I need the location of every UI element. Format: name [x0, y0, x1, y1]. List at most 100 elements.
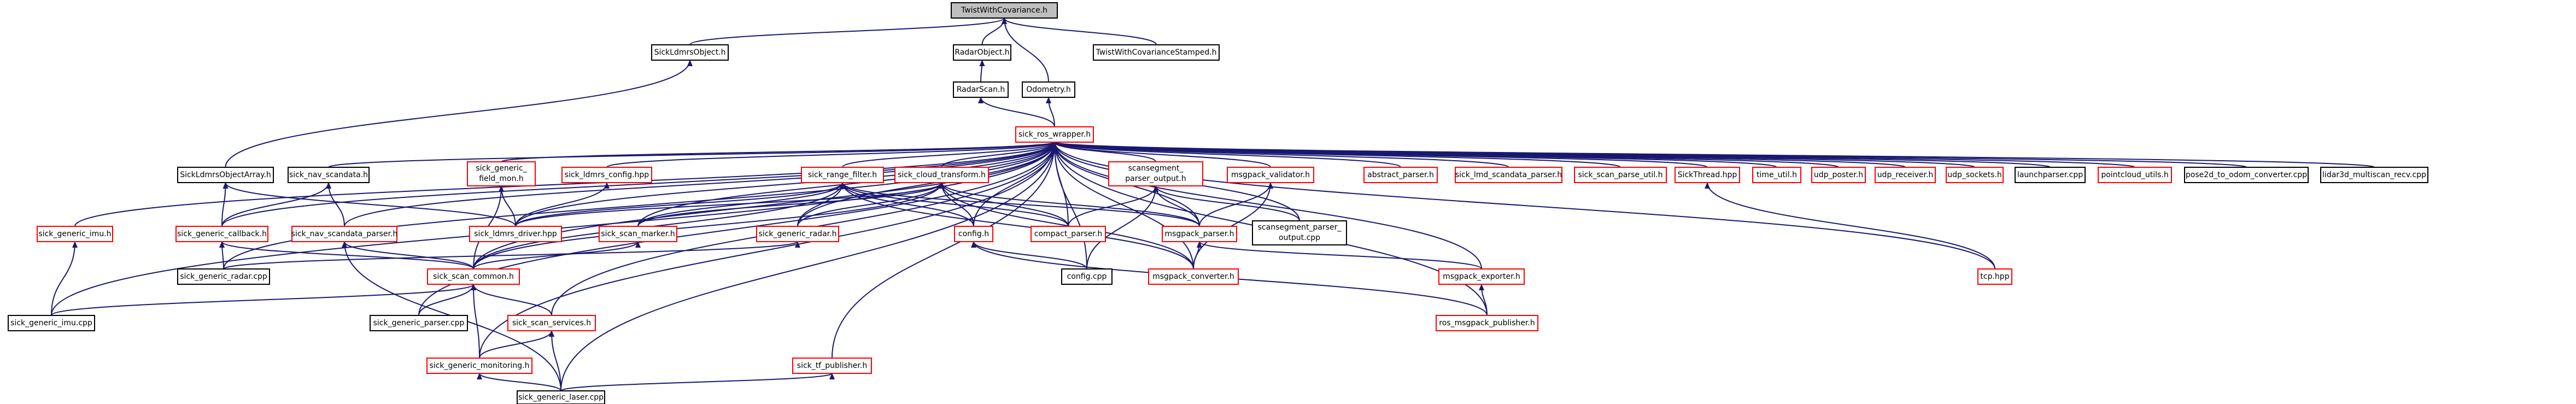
node-parseutil[interactable]: sick_scan_parse_util.h — [1574, 167, 1667, 183]
node-box — [1061, 268, 1113, 285]
node-lmdscan[interactable]: sick_lmd_scandata_parser.h — [1455, 167, 1562, 183]
node-navscandata[interactable]: sick_nav_scandata.h — [288, 167, 370, 183]
edge-gencallback-to-navscandata — [221, 182, 331, 227]
node-udpposter[interactable]: udp_poster.h — [1811, 167, 1866, 183]
node-udpsock[interactable]: udp_sockets.h — [1946, 167, 2004, 183]
node-scanmarker[interactable]: sick_scan_marker.h — [599, 226, 677, 242]
node-box — [175, 226, 268, 242]
node-pcutils[interactable]: pointcloud_utils.h — [2098, 167, 2172, 183]
node-configh[interactable]: config.h — [954, 226, 993, 242]
node-box — [792, 358, 872, 374]
edge-lidar3d-to-wrapper — [1052, 142, 2375, 168]
node-box — [894, 167, 989, 183]
edge-genradarcpp-to-gencallback — [219, 241, 225, 270]
edge-scancommon-to-navparser — [342, 241, 474, 270]
node-genimucpp[interactable]: sick_generic_imu.cpp — [8, 315, 95, 331]
node-label: sick_generic_field_mon.h — [476, 164, 527, 183]
node-label: sick_generic_imu.cpp — [10, 319, 92, 327]
node-timeutil[interactable]: time_util.h — [1752, 167, 1801, 183]
edge-configh-to-cloudtrans — [939, 182, 974, 227]
node-box — [1675, 167, 1740, 183]
edge-msgparser-to-rangefilter — [840, 182, 1200, 227]
node-genradar[interactable]: sick_generic_radar.h — [756, 226, 839, 242]
node-label: sick_generic_radar.h — [759, 230, 837, 238]
node-box — [467, 161, 536, 186]
node-odometry[interactable]: Odometry.h — [1022, 81, 1075, 98]
node-sickthread[interactable]: SickThread.hpp — [1675, 167, 1740, 183]
node-scancommon[interactable]: sick_scan_common.h — [427, 268, 520, 285]
node-box — [1093, 44, 1220, 61]
node-label: lidar3d_multiscan_recv.cpp — [2322, 171, 2426, 179]
node-scanservices[interactable]: sick_scan_services.h — [507, 315, 596, 331]
node-box — [517, 390, 605, 404]
node-label: time_util.h — [1757, 171, 1797, 179]
node-box — [2320, 167, 2428, 183]
edge-scansegcpp-to-scanseg — [1153, 185, 1300, 221]
node-msgval[interactable]: msgpack_validator.h — [1227, 167, 1314, 183]
edge-genimucpp-to-genimu — [51, 241, 78, 316]
node-scanseg[interactable]: scansegment_parser_output.h — [1108, 161, 1203, 186]
node-udprecv[interactable]: udp_receiver.h — [1875, 167, 1936, 183]
node-absparser[interactable]: abstract_parser.h — [1363, 167, 1438, 183]
edge-compact-to-cloudtrans — [939, 182, 1069, 227]
node-box — [1252, 220, 1347, 245]
node-box — [8, 315, 95, 331]
node-launchparser[interactable]: launchparser.cpp — [2015, 167, 2086, 183]
edge-scanmarker-to-wrapper — [637, 142, 1057, 227]
node-ldmrsarr[interactable]: SickLdmrsObjectArray.h — [177, 167, 274, 183]
node-genimu[interactable]: sick_generic_imu.h — [37, 226, 113, 242]
node-genlaser[interactable]: sick_generic_laser.cpp — [517, 390, 605, 404]
node-box — [1455, 167, 1562, 183]
edge-genlaser-to-wrapper — [560, 142, 1057, 391]
edge-navparser-to-wrapper — [344, 142, 1057, 227]
node-rangefilter[interactable]: sick_range_filter.h — [801, 167, 884, 183]
node-tfpub[interactable]: sick_tf_publisher.h — [792, 358, 872, 374]
edge-msgexp-to-msgparser — [1197, 241, 1482, 270]
node-box — [1977, 268, 2012, 285]
edge-msgparser-to-msgval — [1199, 182, 1273, 227]
edge-rangefilter-to-wrapper — [842, 142, 1057, 168]
node-rosmsgpub[interactable]: ros_msgpack_publisher.h — [1436, 315, 1538, 331]
node-wrapper[interactable]: sick_ros_wrapper.h — [1015, 126, 1094, 143]
node-box — [651, 44, 729, 61]
edge-genradar-to-cloudtrans — [797, 182, 945, 227]
node-configcpp[interactable]: config.cpp — [1061, 268, 1113, 285]
node-pose2d[interactable]: pose2d_to_odom_converter.cpp — [2184, 167, 2309, 183]
node-radarscan[interactable]: RadarScan.h — [953, 81, 1009, 98]
node-radarobj[interactable]: RadarObject.h — [953, 44, 1011, 61]
node-lidar3d[interactable]: lidar3d_multiscan_recv.cpp — [2320, 167, 2428, 183]
node-msgexp[interactable]: msgpack_exporter.h — [1438, 268, 1525, 285]
edge-radarscan-to-radarobj — [979, 60, 985, 83]
node-label: msgpack_parser.h — [1164, 230, 1234, 238]
node-cloudtrans[interactable]: sick_cloud_transform.h — [894, 167, 989, 183]
edge-msgconv-to-msgparser — [1193, 241, 1202, 270]
node-box — [177, 167, 274, 183]
node-tcp[interactable]: tcp.hpp — [1977, 268, 2012, 285]
node-compact[interactable]: compact_parser.h — [1031, 226, 1106, 242]
node-label: TwistWithCovariance.h — [961, 6, 1047, 15]
edge-ldmrsdrv-to-ldmrsarr — [223, 182, 516, 227]
edge-ldmrsdrv-to-genfield — [499, 185, 516, 227]
node-gencallback[interactable]: sick_generic_callback.h — [175, 226, 268, 242]
node-genparsercpp[interactable]: sick_generic_parser.cpp — [370, 315, 468, 331]
node-twiststamped[interactable]: TwistWithCovarianceStamped.h — [1093, 44, 1220, 61]
node-label: SickThread.hpp — [1678, 171, 1737, 179]
node-msgparser[interactable]: msgpack_parser.h — [1162, 226, 1237, 242]
node-box — [1574, 167, 1667, 183]
node-msgconv[interactable]: msgpack_converter.h — [1148, 268, 1239, 285]
node-navparser[interactable]: sick_nav_scandata_parser.h — [291, 226, 398, 242]
node-ldmrsdrv[interactable]: sick_ldmrs_driver.hpp — [469, 226, 562, 242]
node-genfield[interactable]: sick_generic_field_mon.h — [467, 161, 536, 186]
node-label: ros_msgpack_publisher.h — [1439, 319, 1535, 327]
node-genmon[interactable]: sick_generic_monitoring.h — [426, 358, 532, 374]
node-genradarcpp[interactable]: sick_generic_radar.cpp — [177, 268, 270, 285]
edge-absparser-to-wrapper — [1052, 142, 1401, 168]
node-label: sick_generic_callback.h — [177, 230, 267, 238]
node-label: sick_ros_wrapper.h — [1018, 130, 1091, 139]
node-box — [801, 167, 884, 183]
edge-odometry-to-twist — [1002, 17, 1049, 83]
edge-configcpp-to-scanseg — [1086, 185, 1158, 270]
node-ldmrsobj[interactable]: SickLdmrsObject.h — [651, 44, 729, 61]
node-ldmrscfg[interactable]: sick_ldmrs_config.hpp — [561, 167, 652, 183]
node-scansegcpp[interactable]: scansegment_parser_output.cpp — [1252, 220, 1347, 245]
